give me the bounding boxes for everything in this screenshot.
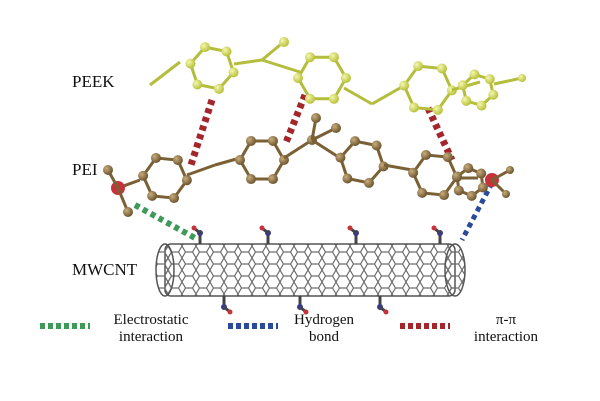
peek-molecule (149, 37, 526, 115)
electrostatic-interaction (133, 202, 197, 241)
legend-swatch-pi-pi (400, 323, 450, 329)
mwcnt-tube (155, 243, 466, 297)
pei-molecule (103, 113, 514, 217)
mwcnt-functional-groups (191, 225, 443, 315)
hydrogen-bond (459, 181, 495, 242)
pi-pi-interactions (186, 93, 456, 170)
label-pei: PEI (72, 160, 98, 179)
label-mwcnt: MWCNT (72, 260, 138, 279)
label-peek: PEEK (72, 72, 115, 91)
legend-swatch-hydrogen (228, 323, 278, 329)
legend-swatch-electrostatic (40, 323, 90, 329)
